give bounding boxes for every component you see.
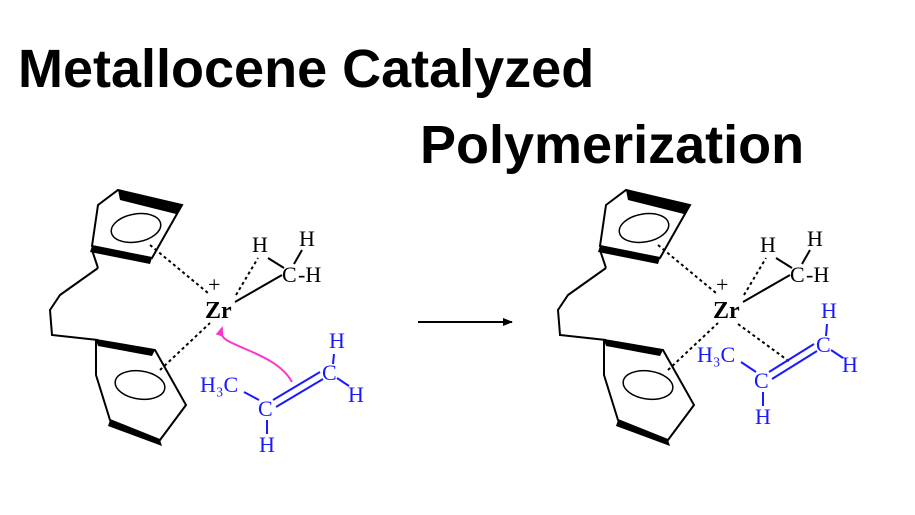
right-upper-cp-ring [598, 188, 692, 264]
right-methyl-h2: H [807, 226, 823, 251]
right-methyl-h3: -H [806, 262, 829, 287]
svg-text:H: H [821, 298, 837, 323]
left-zr-label: Zr [205, 298, 232, 324]
svg-text:H: H [259, 432, 275, 457]
left-cp-zr-bond-upper [149, 244, 209, 294]
right-lower-cp-ring [603, 338, 696, 446]
left-upper-cp-ring [90, 188, 184, 264]
right-charge: + [716, 272, 728, 297]
right-methyl-c: C [790, 262, 805, 287]
left-methyl-h3: -H [298, 262, 321, 287]
left-propylene: H₃C C H C H H [200, 328, 364, 457]
right-ansa-bridge [556, 249, 607, 341]
left-complex: + Zr H H C -H H₃C C H C H H [48, 188, 364, 457]
left-methyl-h2: H [299, 226, 315, 251]
svg-text:H: H [348, 382, 364, 407]
right-zr-alkene-bond [737, 323, 791, 363]
title-line-1: Metallocene Catalyzed [18, 39, 595, 99]
right-agostic-bond [743, 257, 767, 296]
right-methyl-h1: H [760, 232, 776, 257]
left-methyl-h1: H [252, 232, 268, 257]
right-propylene: H₃C C H C H H [697, 298, 858, 429]
right-zr-c-bond [742, 274, 791, 303]
right-zr-label: Zr [713, 298, 740, 324]
svg-text:H₃C: H₃C [697, 342, 735, 367]
left-agostic-bond [235, 257, 259, 296]
svg-text:H₃C: H₃C [200, 372, 238, 397]
svg-text:C: C [322, 360, 337, 385]
svg-text:C: C [258, 396, 273, 421]
left-attack-arrow [215, 326, 293, 383]
svg-text:H: H [842, 352, 858, 377]
left-methyl-c: C [282, 262, 297, 287]
left-ansa-bridge [48, 249, 99, 341]
svg-text:H: H [329, 328, 345, 353]
title-line-2: Polymerization [420, 115, 805, 175]
left-lower-cp-ring [95, 338, 188, 446]
svg-text:H: H [755, 404, 771, 429]
right-complex: + Zr H H C -H H₃C C H C H H [556, 188, 858, 446]
svg-text:C: C [816, 332, 831, 357]
left-zr-c-bond [234, 274, 283, 303]
svg-text:C: C [754, 368, 769, 393]
left-charge: + [208, 272, 220, 297]
left-cp-zr-bond-lower [159, 322, 211, 371]
right-cp-zr-bond-upper [657, 244, 717, 294]
